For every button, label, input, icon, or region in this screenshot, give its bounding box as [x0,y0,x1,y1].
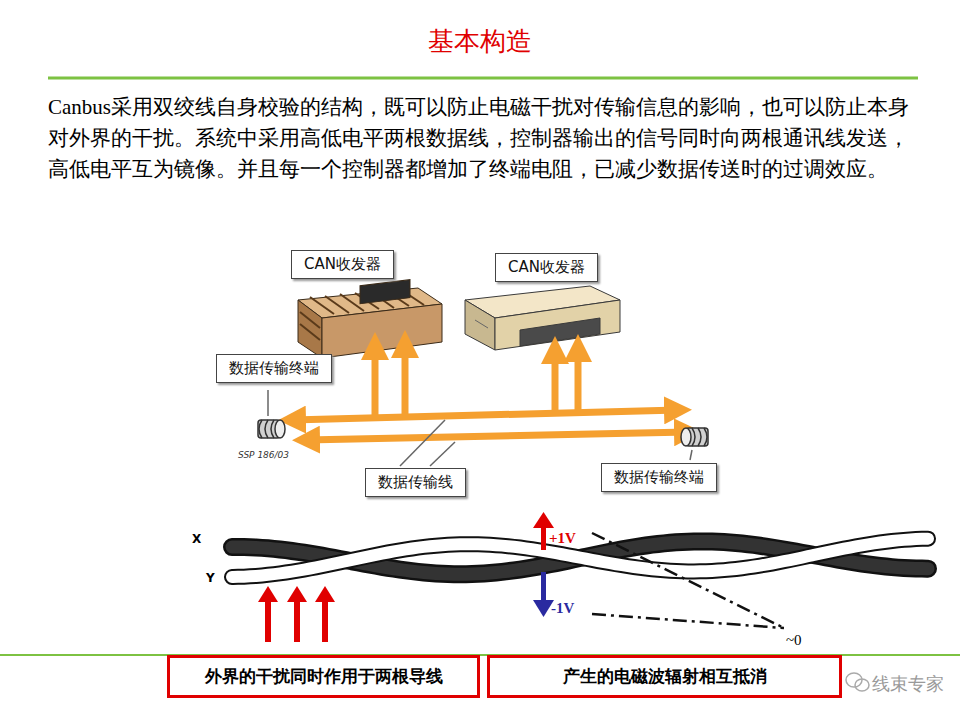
voltage-label: +1V [549,530,576,547]
cancel-line [592,533,784,628]
node-text: 外界的干扰同时作用于两根导线 [205,665,443,688]
component-callout: 数据传输终端 [216,354,332,383]
ecu-left [298,280,442,358]
watermark-icon [846,673,869,691]
caption-box: 产生的电磁波辐射相互抵消 [487,655,842,698]
data-bus [292,344,688,440]
voltage-arrow [533,512,554,617]
wire-white-outline [232,539,928,577]
wire-name: X [192,532,201,546]
watermark: 线束专家 [872,672,944,696]
voltage-label: -1V [551,600,574,617]
node-text: CAN收发器 [304,255,381,273]
component-callout: 数据传输线 [365,468,466,497]
figure-code: SSP 186/03 [238,450,289,460]
node-text: 数据传输线 [378,473,453,491]
result-label: ~0 [786,632,802,649]
leader-line [268,390,692,466]
interference-arrow [258,586,335,642]
ecu-right [465,286,620,350]
node-text: 数据传输终端 [614,468,704,486]
node-text: CAN收发器 [508,258,585,276]
wire-white [232,539,928,577]
slide-title: 基本构造 [0,24,960,59]
caption-box: 外界的干扰同时作用于两根导线 [167,655,480,698]
node-text: 数据传输终端 [229,359,319,377]
wire-name: Y [206,571,215,585]
node-text: 产生的电磁波辐射相互抵消 [563,665,767,688]
terminator-left [258,420,285,438]
body-text: Canbus采用双绞线自身校验的结构，既可以防止电磁干扰对传输信息的影响，也可以… [48,92,928,185]
rule-line [48,77,918,80]
component-callout: CAN收发器 [291,250,394,279]
terminator-right [681,428,708,446]
component-callout: CAN收发器 [495,253,598,282]
component-callout: 数据传输终端 [601,463,717,492]
